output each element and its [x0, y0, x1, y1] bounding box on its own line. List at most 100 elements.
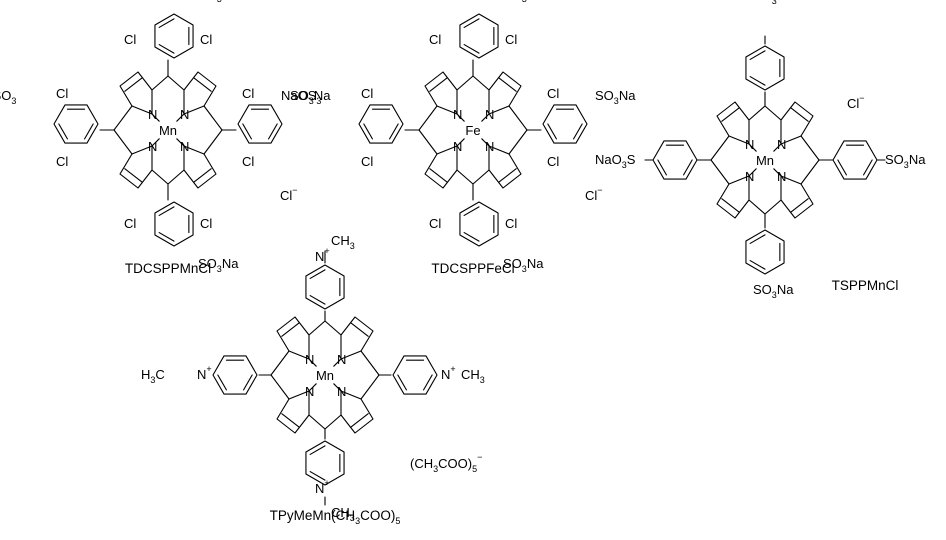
- coordination-bond-line: [773, 143, 782, 152]
- chloro-label: Cl: [505, 216, 517, 231]
- meso-bond-line: [800, 159, 820, 185]
- metal-center-label: Mn: [159, 123, 177, 138]
- double-bond-line: [281, 413, 300, 428]
- pyridinium-ring: [392, 355, 438, 395]
- label-text: Cl: [547, 154, 559, 169]
- label-text: SO: [290, 88, 309, 103]
- aromatic-bond-line: [463, 206, 480, 216]
- sulfonate-label: SO3Na: [753, 282, 794, 300]
- sup-text: −: [597, 185, 602, 195]
- meso-bond-line: [508, 105, 528, 131]
- sulfonate-label: SO3Na: [503, 0, 544, 4]
- pyridinium-nitrogen-label: N+: [441, 364, 456, 382]
- label-text: Cl: [280, 188, 292, 203]
- sub-text: 3: [522, 0, 527, 4]
- nitrogen-atom-label: N: [305, 384, 314, 399]
- nitrogen-atom-label: N: [485, 139, 494, 154]
- label-text: SO: [885, 152, 904, 167]
- molecule-caption: TPyMeMn(CH3COO)5: [270, 508, 401, 526]
- phenyl-ring: [652, 140, 698, 180]
- chloro-label: Cl: [547, 86, 559, 101]
- phenyl-ring: [53, 104, 99, 144]
- aromatic-bond-line: [573, 123, 583, 140]
- label-text: SO: [753, 0, 772, 3]
- phenyl-ring: [358, 104, 404, 144]
- molecule-tsppmncl: NNNNMnSO3NaSO3NaNaO3SSO3NaCl−TSPPMnCl: [595, 0, 926, 300]
- label-text: SO: [198, 0, 217, 1]
- meso-bond-line: [113, 129, 133, 155]
- meso-bond-line: [710, 159, 730, 185]
- aromatic-bond-line: [837, 159, 847, 176]
- molecule-caption: TSPPMnCl: [832, 278, 899, 293]
- nitrogen-atom-label: N: [777, 137, 786, 152]
- nitrogen-atom-label: N: [337, 384, 346, 399]
- sub-text: 3: [480, 375, 485, 385]
- aromatic-bond-line: [547, 123, 557, 140]
- sulfonate-label: SO3Na: [503, 256, 544, 274]
- sulfonate-label: NaOS3: [281, 88, 321, 106]
- label-text: Cl: [200, 32, 212, 47]
- phenyl-ring: [745, 229, 785, 275]
- double-bond-line: [429, 168, 448, 183]
- chloro-label: Cl: [242, 154, 254, 169]
- double-bond-line: [350, 413, 369, 428]
- coordination-bond-line: [308, 358, 317, 367]
- meso-bond-line: [764, 199, 782, 215]
- label-text: CH: [331, 233, 350, 248]
- sub-text: 3: [350, 513, 355, 523]
- coordination-bond-line: [773, 168, 782, 177]
- label-text: Cl: [200, 216, 212, 231]
- meso-bond-line: [508, 129, 528, 155]
- sup-text: +: [324, 246, 329, 256]
- meso-bond-line: [203, 105, 223, 131]
- aromatic-bond-line: [749, 50, 766, 60]
- sup-text: +: [450, 364, 455, 374]
- coordination-bond-line: [481, 138, 490, 147]
- meso-bond-line: [748, 105, 766, 121]
- sub-text: 3: [150, 375, 155, 385]
- molecule-caption: TDCSPPFeCl: [431, 261, 514, 276]
- aromatic-bond-line: [657, 159, 667, 176]
- meso-bond-line: [456, 75, 474, 91]
- coordination-bond-line: [176, 113, 185, 122]
- label-text: Cl: [505, 32, 517, 47]
- aromatic-bond-line: [749, 260, 766, 270]
- aromatic-bond-line: [309, 445, 326, 455]
- aromatic-bond-line: [158, 206, 175, 216]
- label-text: Cl: [547, 86, 559, 101]
- phenyl-ring: [745, 45, 785, 91]
- chloro-label: Cl: [505, 32, 517, 47]
- meso-bond-line: [710, 135, 730, 161]
- pyrrole-ring: [488, 145, 522, 189]
- meso-bond-line: [167, 75, 185, 91]
- pyridinium-ring: [212, 355, 258, 395]
- coordination-bond-line: [308, 383, 317, 392]
- label-text: SO: [503, 256, 522, 271]
- aromatic-bond-line: [463, 232, 480, 242]
- sulfonate-label: SO3Na: [885, 152, 926, 170]
- meso-bond-line: [167, 169, 185, 185]
- meso-bond-line: [472, 169, 490, 185]
- methyl-label: CH3: [331, 233, 355, 251]
- coordination-bond-line: [748, 143, 757, 152]
- meso-bond-line: [203, 129, 223, 155]
- coordination-bond-line: [333, 358, 342, 367]
- meso-bond-line: [764, 105, 782, 121]
- label-text: Cl: [56, 154, 68, 169]
- label-text: N: [315, 481, 324, 496]
- sub-text: 3: [309, 96, 314, 106]
- chloro-label: Cl: [200, 216, 212, 231]
- chloro-label: Cl: [361, 154, 373, 169]
- sub-text: 3: [772, 290, 777, 300]
- sulfonate-label: SO3Na: [595, 88, 636, 106]
- nitrogen-atom-label: N: [180, 139, 189, 154]
- sub-text: 3: [614, 96, 619, 106]
- pyridinium-nitrogen-label: N+: [315, 246, 330, 264]
- label-text: CH: [461, 367, 480, 382]
- aromatic-bond-line: [243, 374, 253, 391]
